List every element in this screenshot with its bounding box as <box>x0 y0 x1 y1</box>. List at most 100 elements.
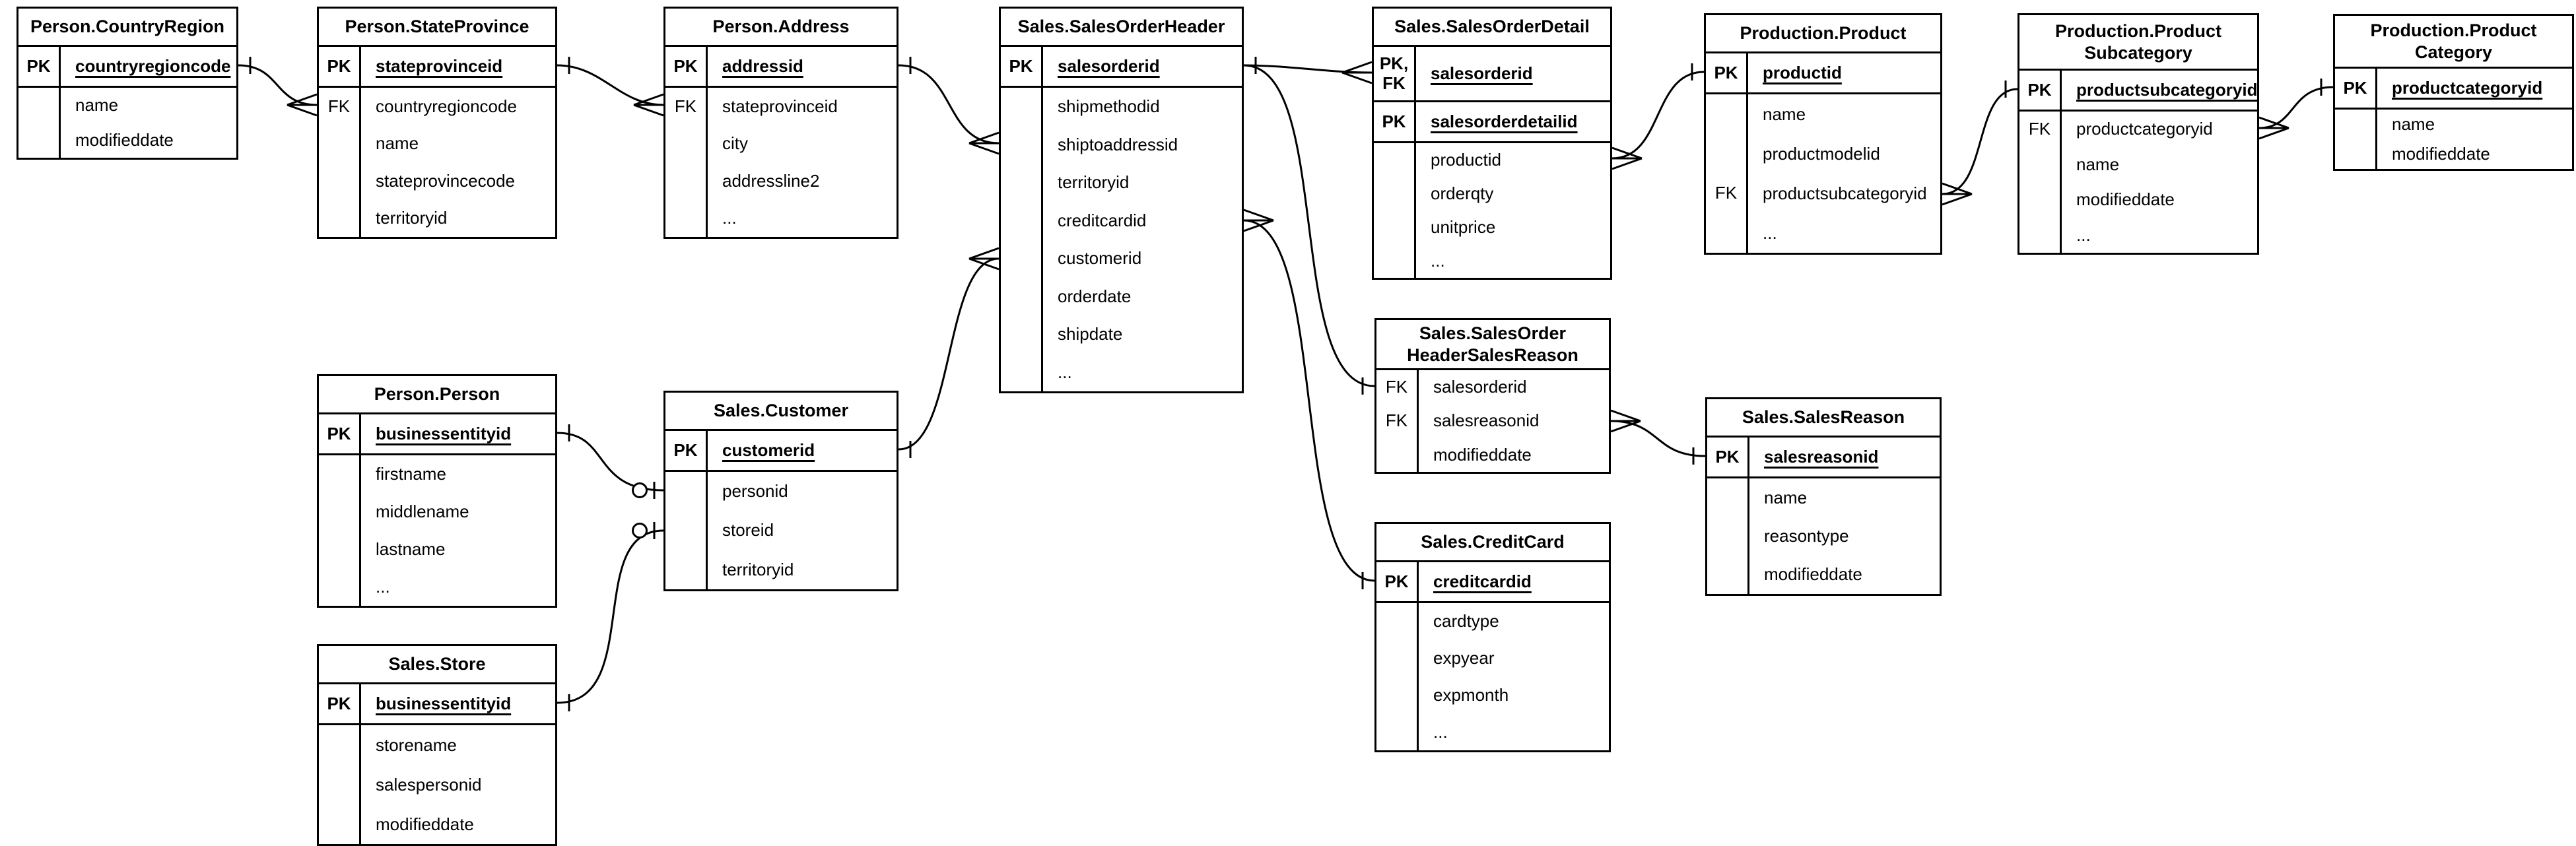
field-name-cell: countryregioncode <box>61 47 236 86</box>
field-row: name <box>1707 478 1940 517</box>
primary-key-field-name: addressid <box>722 56 803 76</box>
primary-key-field-name: salesreasonid <box>1764 447 1879 467</box>
field-row: productmodelid <box>1706 134 1940 174</box>
key-label: PK <box>1376 562 1419 601</box>
field-name-cell: ... <box>361 568 555 606</box>
field-name-cell: salespersonid <box>361 765 555 804</box>
table-title: Person.Address <box>665 9 897 47</box>
table-title: Sales.SalesOrderHeader <box>1001 9 1242 47</box>
field-name-cell: modifieddate <box>2062 182 2257 218</box>
field-name: ... <box>1431 251 1445 271</box>
field-name: expyear <box>1433 648 1495 668</box>
field-name-cell: modifieddate <box>1749 556 1940 594</box>
field-name: productmodelid <box>1763 143 1880 164</box>
field-name: ... <box>2076 224 2091 245</box>
relationship-store-customer <box>557 529 664 704</box>
field-row: modifieddate <box>2335 139 2572 169</box>
primary-key-field-name: creditcardid <box>1433 571 1532 591</box>
field-name-cell: businessentityid <box>361 684 555 723</box>
field-name-cell: creditcardid <box>1419 562 1609 601</box>
field-name: countryregioncode <box>376 96 517 116</box>
field-name-cell: stateprovincecode <box>361 162 555 200</box>
field-name-cell: ... <box>2062 218 2257 253</box>
field-name-cell: territoryid <box>1043 164 1242 202</box>
field-name-cell: productcategoryid <box>2062 112 2257 147</box>
key-field-row: PK salesreasonid <box>1707 438 1940 478</box>
field-row: orderdate <box>1001 277 1242 315</box>
field-name: territoryid <box>1058 172 1130 193</box>
key-label <box>1707 517 1749 556</box>
field-name: salesreasonid <box>1433 410 1540 431</box>
table-title: Sales.SalesOrder HeaderSalesReason <box>1376 320 1609 370</box>
field-name: middlename <box>376 502 469 521</box>
field-name-cell: productid <box>1748 53 1940 92</box>
key-label <box>1376 639 1419 677</box>
field-name-cell: expyear <box>1419 640 1609 677</box>
field-name: personid <box>722 481 788 502</box>
field-name-cell: addressid <box>708 47 897 86</box>
cardinality-many-crowfoot <box>1611 146 1643 170</box>
relationship-address-salesorderheader <box>898 64 1000 145</box>
field-row: territoryid <box>665 550 897 589</box>
field-name: ... <box>722 208 737 228</box>
field-row: stateprovincecode <box>319 162 555 200</box>
field-name-cell: shipdate <box>1043 315 1242 354</box>
key-label: PK <box>665 431 708 470</box>
field-name-cell: cardtype <box>1419 603 1609 640</box>
key-label <box>2019 182 2062 218</box>
cardinality-zero-circle <box>632 523 648 538</box>
key-label <box>1707 478 1749 517</box>
relationship-stateprovince-address <box>557 64 664 106</box>
field-row: ... <box>2019 217 2257 253</box>
key-label <box>18 88 61 123</box>
field-row: shiptoaddressid <box>1001 125 1242 164</box>
field-row: expmonth <box>1376 676 1609 714</box>
field-row: salespersonid <box>319 765 555 804</box>
field-name: modifieddate <box>75 130 174 150</box>
field-name-cell: name <box>361 125 555 163</box>
field-row: addressline2 <box>665 162 897 200</box>
key-label <box>319 125 361 162</box>
key-label: FK <box>319 88 361 125</box>
table-title: Production.Product <box>1706 15 1940 53</box>
field-name: city <box>722 133 748 154</box>
field-name-cell: ... <box>1043 354 1242 392</box>
field-name: creditcardid <box>1058 210 1147 230</box>
key-label <box>1376 603 1419 640</box>
table-title: Production.Product Category <box>2335 16 2572 69</box>
field-name: name <box>75 95 119 115</box>
field-name: productid <box>1431 150 1501 170</box>
key-label <box>2335 110 2377 139</box>
field-name-cell: productsubcategoryid <box>1748 174 1940 213</box>
field-name-cell: modifieddate <box>1419 438 1609 472</box>
field-name: name <box>1764 487 1808 507</box>
field-name-cell: modifieddate <box>361 804 555 844</box>
key-label: PK <box>1707 438 1749 476</box>
key-label <box>1001 315 1043 354</box>
field-row: modifieddate <box>2019 182 2257 218</box>
field-row: storename <box>319 725 555 765</box>
field-name-cell: unitprice <box>1416 211 1610 244</box>
field-name-cell: productmodelid <box>1748 134 1940 174</box>
